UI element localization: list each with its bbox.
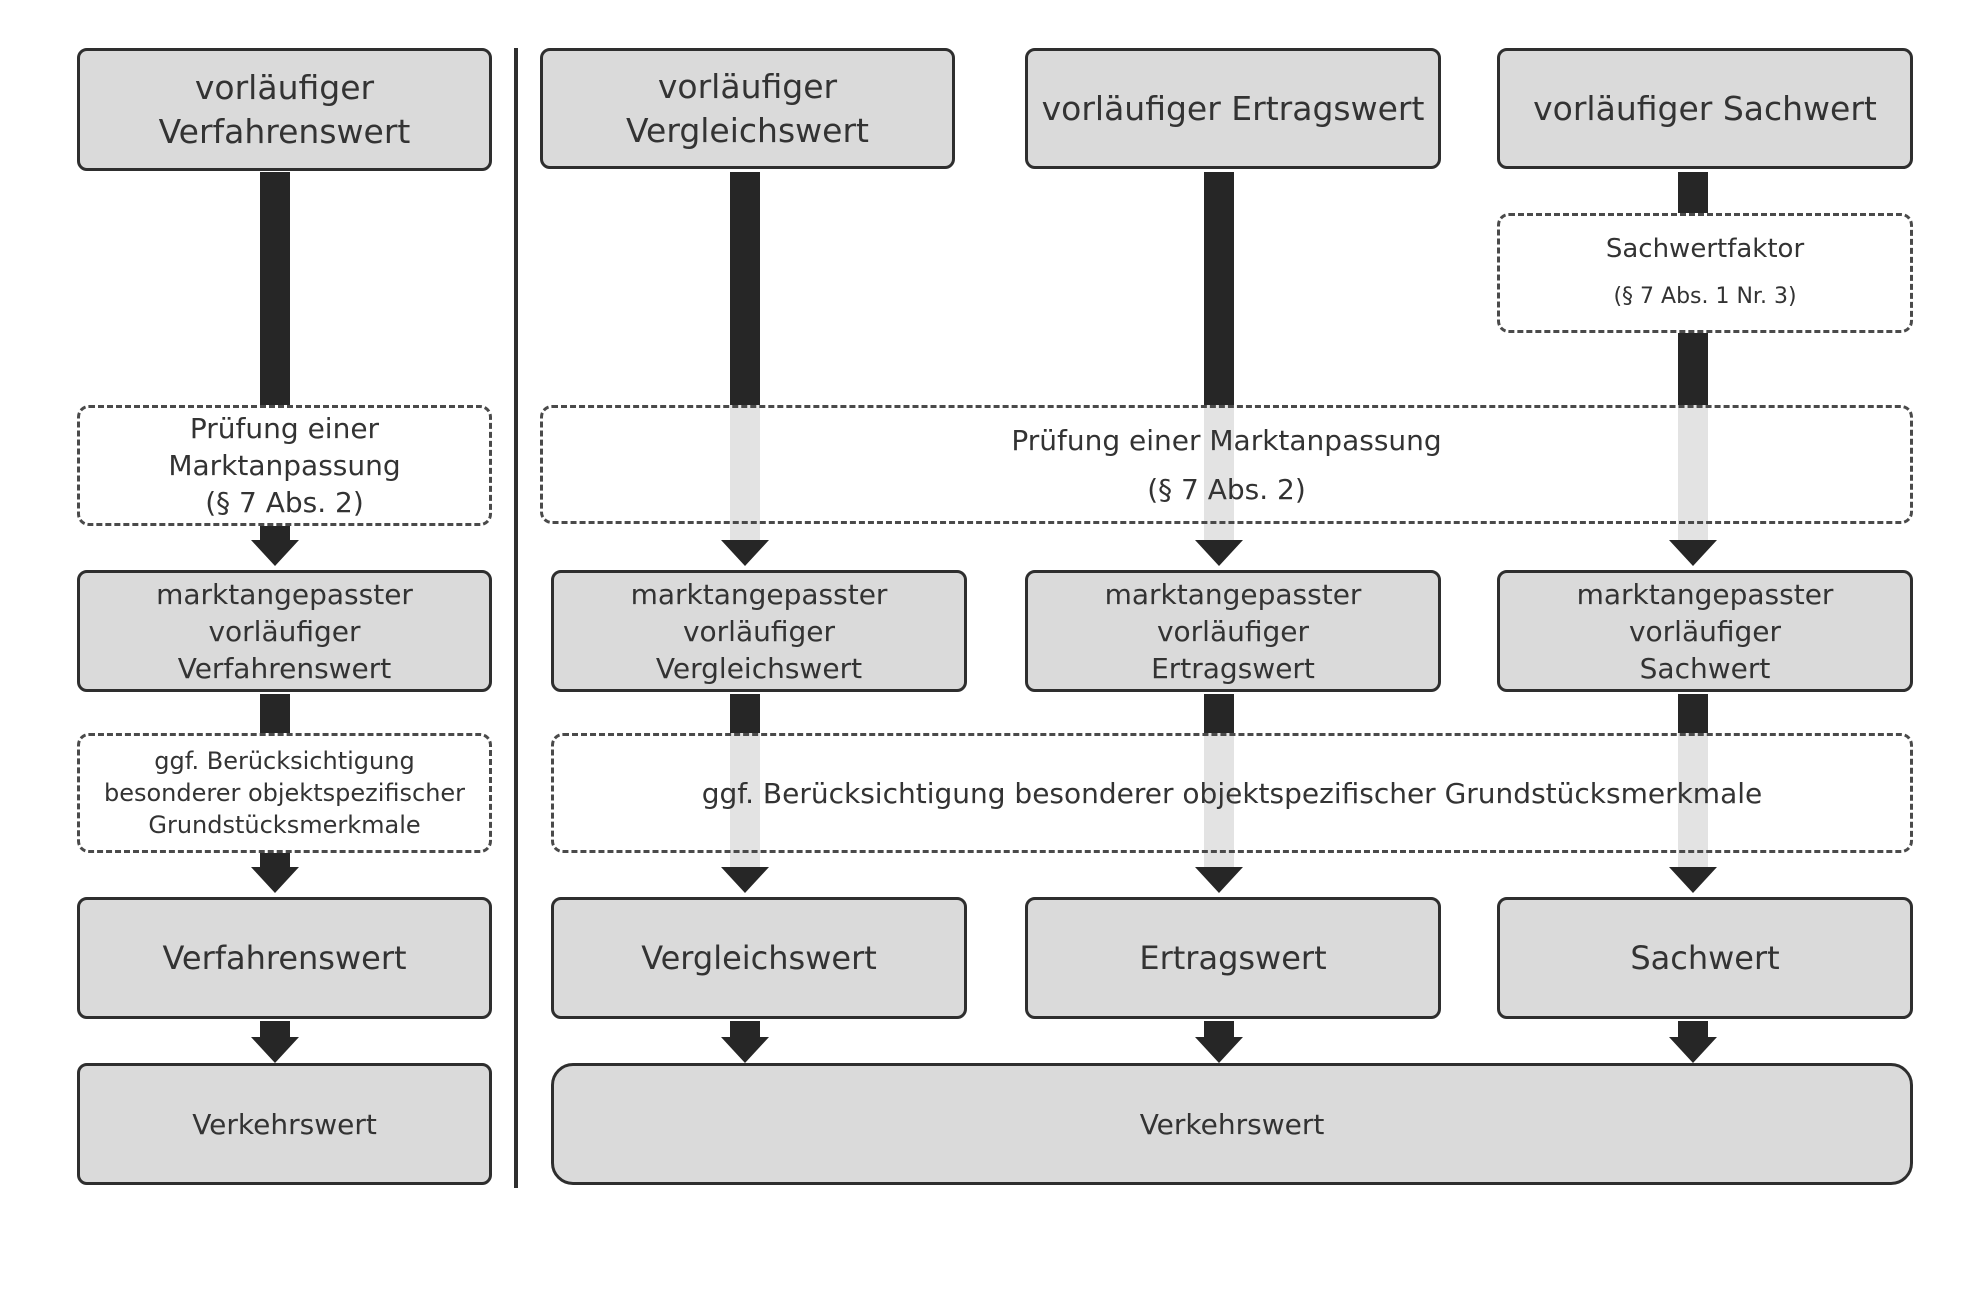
left-adjusted-box: marktangepasster vorläufiger Verfahrensw…: [77, 570, 492, 692]
income-arrow-shaft-1b: [1204, 405, 1234, 540]
left-features-box: ggf. Berücksichtigung besonderer objekts…: [77, 733, 492, 853]
asset-result-label: Sachwert: [1630, 939, 1780, 977]
income-adjusted-label: marktangepasster vorläufiger Ertragswert: [1104, 577, 1362, 685]
asset-factor-reference: (§ 7 Abs. 1 Nr. 3): [1613, 284, 1797, 309]
asset-arrow-head-1: [1669, 540, 1717, 566]
comparison-arrow-shaft-1: [730, 172, 760, 405]
left-result-label: Verfahrenswert: [162, 939, 407, 977]
asset-arrow-shaft-2: [1678, 694, 1708, 733]
comparison-result-label: Vergleichswert: [641, 939, 877, 977]
asset-arrow-shaft-3: [1678, 1021, 1708, 1037]
income-arrow-head-1: [1195, 540, 1243, 566]
left-market-value-box: Verkehrswert: [77, 1063, 492, 1185]
comparison-provisional-box: vorläufiger Vergleichswert: [540, 48, 955, 169]
income-arrow-shaft-2: [1204, 694, 1234, 733]
left-arrow-shaft-1: [260, 172, 290, 405]
left-arrow-head-3: [251, 1037, 299, 1063]
asset-result-box: Sachwert: [1497, 897, 1913, 1019]
income-arrow-head-3: [1195, 1037, 1243, 1063]
comparison-adjusted-box: marktangepasster vorläufiger Vergleichsw…: [551, 570, 967, 692]
comparison-arrow-shaft-2: [730, 694, 760, 733]
left-provisional-box: vorläufiger Verfahrenswert: [77, 48, 492, 171]
income-arrow-head-2: [1195, 867, 1243, 893]
comparison-arrow-head-3: [721, 1037, 769, 1063]
income-result-label: Ertragswert: [1139, 939, 1327, 977]
asset-adjusted-box: marktangepasster vorläufiger Sachwert: [1497, 570, 1913, 692]
asset-factor-box: Sachwertfaktor (§ 7 Abs. 1 Nr. 3): [1497, 213, 1913, 333]
right-market-check-box: Prüfung einer Marktanpassung (§ 7 Abs. 2…: [540, 405, 1913, 524]
left-provisional-label: vorläufiger Verfahrenswert: [158, 67, 411, 151]
comparison-result-box: Vergleichswert: [551, 897, 967, 1019]
right-features-box: ggf. Berücksichtigung besonderer objekts…: [551, 733, 1913, 853]
comparison-arrow-head-1: [721, 540, 769, 566]
income-provisional-label: vorläufiger Ertragswert: [1041, 88, 1425, 128]
left-market-value-label: Verkehrswert: [192, 1107, 377, 1141]
right-market-value-label: Verkehrswert: [1139, 1107, 1325, 1141]
left-features-label: ggf. Berücksichtigung besonderer objekts…: [103, 747, 466, 839]
left-arrow-head-2: [251, 867, 299, 893]
comparison-arrow-shaft-3: [730, 1021, 760, 1037]
comparison-arrow-head-2: [721, 867, 769, 893]
comparison-arrow-shaft-2b: [730, 733, 760, 867]
right-market-check-reference: (§ 7 Abs. 2): [1147, 472, 1306, 506]
income-adjusted-box: marktangepasster vorläufiger Ertragswert: [1025, 570, 1441, 692]
left-market-check-label: Prüfung einer Marktanpassung (§ 7 Abs. 2…: [168, 412, 401, 519]
asset-provisional-box: vorläufiger Sachwert: [1497, 48, 1913, 169]
income-arrow-shaft-1: [1204, 172, 1234, 405]
right-features-label: ggf. Berücksichtigung besonderer objekts…: [701, 776, 1763, 810]
left-adjusted-label: marktangepasster vorläufiger Verfahrensw…: [156, 577, 413, 685]
asset-arrow-head-3: [1669, 1037, 1717, 1063]
comparison-adjusted-label: marktangepasster vorläufiger Vergleichsw…: [630, 577, 888, 685]
asset-adjusted-label: marktangepasster vorläufiger Sachwert: [1576, 577, 1834, 685]
asset-arrow-shaft-2b: [1678, 733, 1708, 867]
income-arrow-shaft-2b: [1204, 733, 1234, 867]
comparison-arrow-shaft-1b: [730, 405, 760, 540]
right-market-check-label: Prüfung einer Marktanpassung: [1011, 423, 1442, 457]
asset-factor-label: Sachwertfaktor: [1605, 234, 1805, 264]
left-result-box: Verfahrenswert: [77, 897, 492, 1019]
income-arrow-shaft-3: [1204, 1021, 1234, 1037]
left-arrow-shaft-3: [260, 1021, 290, 1037]
asset-arrow-shaft-1b: [1678, 405, 1708, 540]
income-provisional-box: vorläufiger Ertragswert: [1025, 48, 1441, 169]
left-arrow-head-1: [251, 540, 299, 566]
left-market-check-box: Prüfung einer Marktanpassung (§ 7 Abs. 2…: [77, 405, 492, 526]
right-market-value-box: Verkehrswert: [551, 1063, 1913, 1185]
left-arrow-shaft-2: [260, 694, 290, 733]
section-divider: [514, 48, 518, 1188]
comparison-provisional-label: vorläufiger Vergleichswert: [626, 66, 869, 150]
asset-arrow-head-2: [1669, 867, 1717, 893]
asset-provisional-label: vorläufiger Sachwert: [1533, 88, 1877, 128]
income-result-box: Ertragswert: [1025, 897, 1441, 1019]
